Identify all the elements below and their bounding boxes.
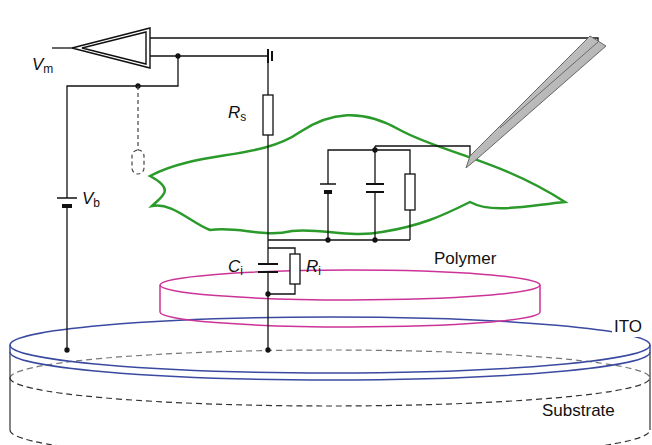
wiring [52,38,598,352]
resistor-symbol [263,95,415,284]
capacitor-label: Ci [226,258,245,277]
voltage-label: Vm [30,56,55,75]
battery-symbol [57,198,77,210]
resistor-label: Rs [226,104,248,123]
battery-symbol [320,184,336,192]
capacitor-symbol [258,184,384,272]
layer-label: Polymer [432,250,498,269]
voltage-label: Vb [80,190,102,209]
pipette [466,36,606,168]
ground-symbol [268,49,272,63]
amplifier-symbol [72,28,150,68]
polymer-disc [160,270,540,327]
resistor-label: Ri [304,258,323,277]
layer-label: Substrate [540,402,617,421]
dashed-element [132,86,144,174]
layer-label: ITO [612,318,644,337]
